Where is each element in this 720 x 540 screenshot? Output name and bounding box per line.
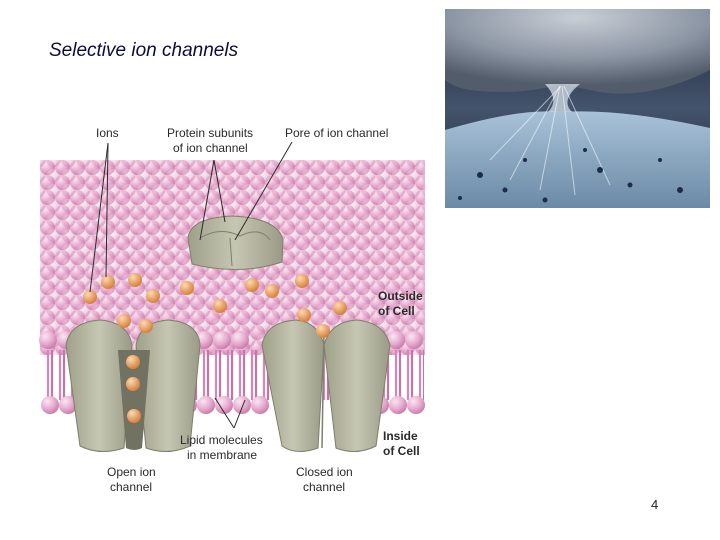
closed-channel-label-2: channel [303, 480, 345, 494]
slide-title: Selective ion channels [49, 40, 239, 61]
ions [83, 273, 347, 423]
closed-channel-label-1: Closed ion [296, 465, 353, 479]
leader-lines [89, 141, 293, 429]
outside-label-1: Outside [378, 289, 423, 303]
open-channel-label-1: Open ion [107, 465, 156, 479]
protein-subunits-label-2: of ion channel [173, 141, 248, 155]
page-number: 4 [651, 497, 659, 512]
closed-ion-channel [261, 319, 391, 452]
inside-label-1: Inside [383, 429, 418, 443]
ions-label: Ions [96, 126, 119, 140]
open-channel-label-2: channel [110, 480, 152, 494]
outside-label-2: of Cell [378, 304, 415, 318]
lipid-label-1: Lipid molecules [180, 433, 263, 447]
protein-subunits-top [187, 215, 284, 270]
pore-label: Pore of ion channel [285, 126, 388, 140]
lipid-heads-front [39, 331, 423, 349]
protein-subunits-label-1: Protein subunits [167, 126, 253, 140]
inside-label-2: of Cell [383, 444, 420, 458]
lipid-label-2: in membrane [187, 448, 257, 462]
